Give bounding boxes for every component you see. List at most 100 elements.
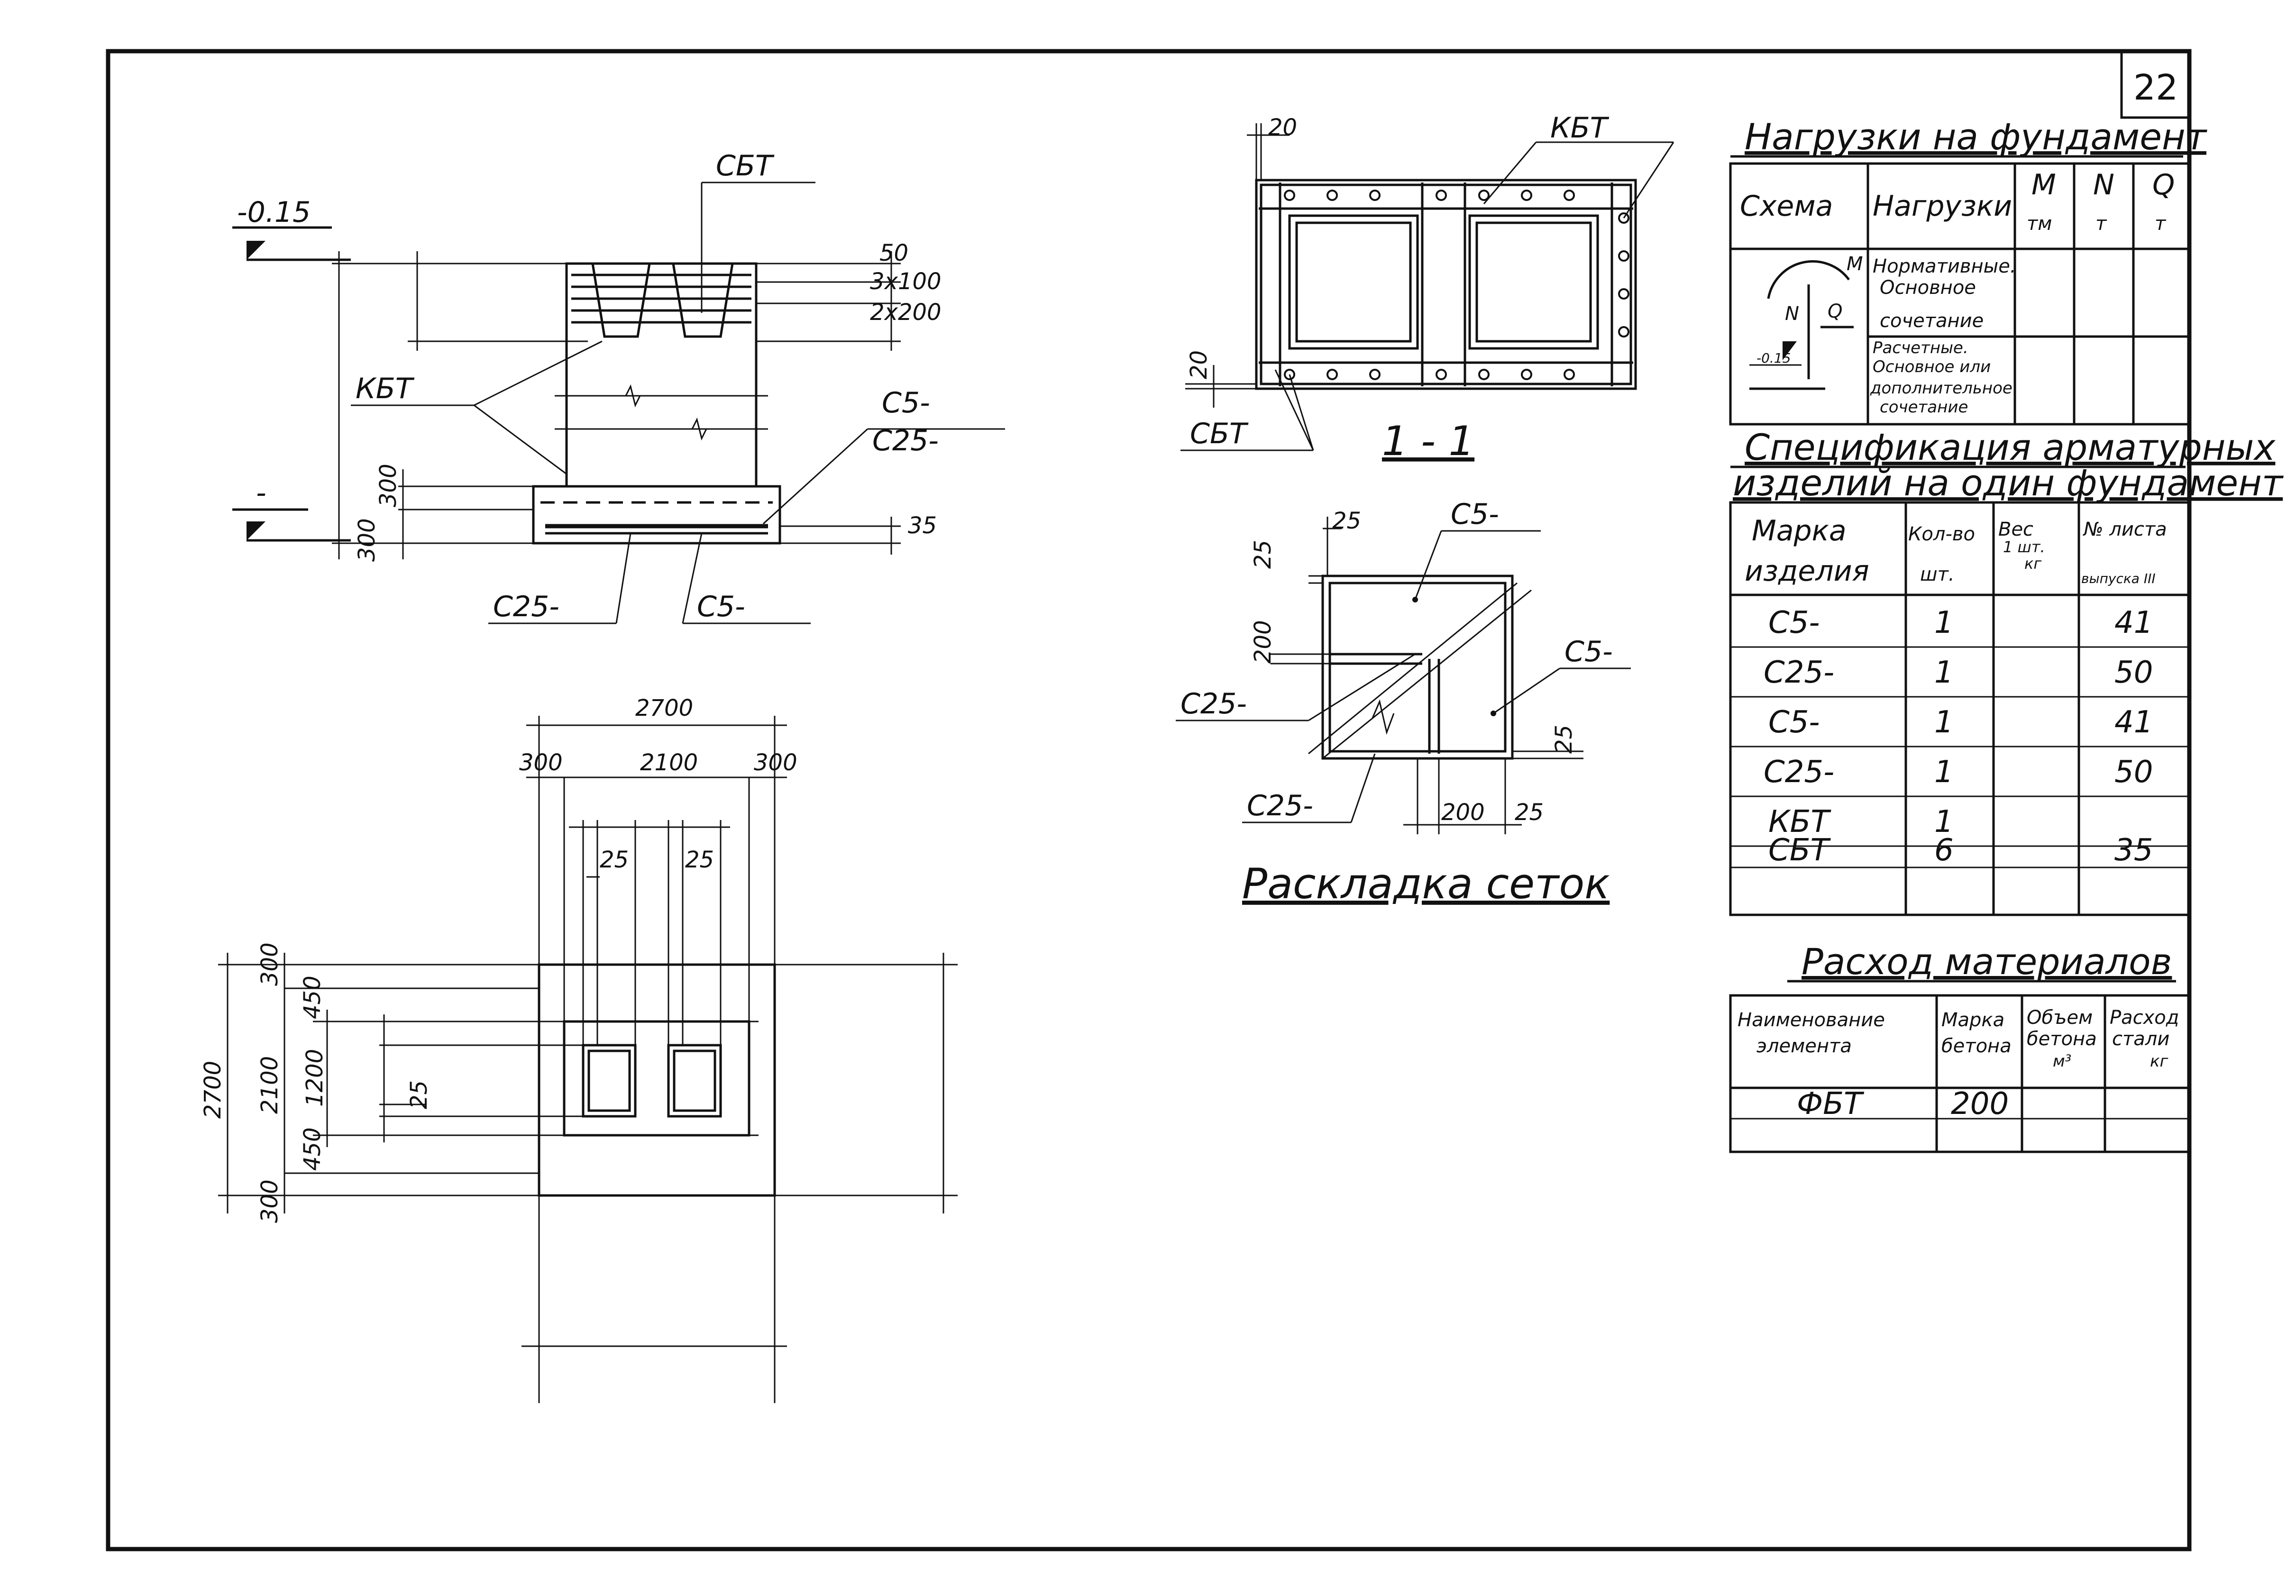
mat-header-grade-1: Марка	[1941, 1009, 2004, 1031]
loads-header-n: N	[2093, 168, 2114, 201]
dim-300a: 300	[375, 464, 402, 507]
mesh-layout: 25 25 200 25 200 25 С5- С5- С25- С25- Ра…	[1176, 498, 1631, 908]
spec-row-3-qty: 1	[1934, 705, 1954, 740]
mat-header-steel-1: Расход	[2110, 1007, 2179, 1029]
spec-row-1-mark: С5-	[1768, 605, 1820, 640]
section-label-sbt: СБТ	[1190, 417, 1249, 450]
dim-25-b: 25	[685, 847, 714, 873]
mat-header-volume-2: бетона	[2027, 1028, 2097, 1050]
mat-header-name-2: элемента	[1756, 1035, 1852, 1057]
loads-row2-l4: сочетание	[1880, 398, 1968, 417]
mesh-label-c5-right: С5-	[1564, 635, 1613, 668]
dim-2x200: 2x200	[870, 299, 942, 326]
section-title: 1 - 1	[1382, 418, 1474, 465]
mesh-dim-25-top: 25	[1332, 508, 1361, 534]
dim-2100-v: 2100	[256, 1056, 283, 1114]
mat-header-steel-2: стали	[2112, 1028, 2169, 1050]
dim-3x100: 3x100	[870, 268, 942, 295]
mesh-layout-title: Раскладка сеток	[1242, 859, 1610, 908]
loads-header-m-unit: тм	[2027, 213, 2052, 235]
dim-1200: 1200	[302, 1049, 328, 1107]
level-top-label: -0.15	[237, 196, 311, 229]
spec-header-weight-3: кг	[2024, 555, 2041, 573]
spec-header-qty-1: Кол-во	[1908, 523, 1975, 545]
scheme-q: Q	[1828, 301, 1842, 322]
spec-row-2-sheet: 50	[2114, 655, 2153, 690]
loads-header-scheme: Схема	[1740, 190, 1833, 223]
dim-300-left: 300	[519, 749, 563, 776]
loads-row1-l1: Нормативные.	[1873, 255, 2016, 277]
sheet-number-box: 22	[2120, 50, 2191, 119]
loads-row2-l3: дополнительное	[1870, 379, 2012, 398]
loads-header-q: Q	[2152, 168, 2175, 201]
mesh-dim-200-bottom: 200	[1441, 799, 1485, 826]
materials-table: Расход материалов Наименование элемента …	[1729, 940, 2191, 1153]
mesh-dim-25-left: 25	[1250, 540, 1276, 569]
section-dim-top: 20	[1268, 114, 1297, 141]
spec-row-6-sheet: 35	[2114, 833, 2153, 868]
mat-header-name-1: Наименование	[1738, 1009, 1885, 1031]
section-label-kbt: КБТ	[1550, 111, 1610, 145]
spec-table: Спецификация арматурных изделий на один …	[1729, 426, 2284, 916]
mesh-dim-200-left: 200	[1250, 620, 1276, 664]
spec-row-6-mark: СБТ	[1768, 833, 1831, 868]
spec-title-1: Спецификация арматурных	[1745, 426, 2276, 468]
section-dim-side: 20	[1186, 350, 1212, 379]
spec-row-1-qty: 1	[1934, 605, 1954, 640]
spec-row-5-mark: КБТ	[1768, 804, 1831, 839]
dim-50: 50	[879, 240, 908, 266]
mat-row-1-name: ФБТ	[1797, 1086, 1865, 1122]
label-c5-c25-a: С5-	[882, 386, 930, 420]
loads-header-q-unit: т	[2155, 213, 2167, 235]
mesh-dim-25-bottom: 25	[1515, 799, 1544, 826]
dim-2100-h: 2100	[640, 749, 698, 776]
plan-view: 2700 300 2100 300 25 25 2700 300 2100 45…	[200, 695, 958, 1403]
mat-header-volume-1: Объем	[2027, 1007, 2093, 1029]
spec-row-4-mark: С25-	[1764, 755, 1834, 790]
spec-row-4-qty: 1	[1934, 755, 1954, 790]
mesh-label-c25-bottom: С25-	[1247, 789, 1313, 822]
spec-row-3-mark: С5-	[1768, 705, 1820, 740]
dim-25-a: 25	[600, 847, 629, 873]
spec-row-2-mark: С25-	[1764, 655, 1834, 690]
loads-table: Нагрузки на фундамент Схема Нагрузки M т…	[1729, 116, 2208, 426]
spec-header-weight-1: Вес	[1998, 519, 2033, 540]
dim-300-bottom: 300	[256, 1179, 283, 1223]
dim-300-right: 300	[754, 749, 797, 776]
dim-300b: 300	[354, 518, 380, 562]
spec-row-5-qty: 1	[1934, 804, 1954, 839]
dim-2700-h: 2700	[635, 695, 693, 721]
loads-header-n-unit: т	[2095, 213, 2107, 235]
spec-row-1-sheet: 41	[2114, 605, 2153, 640]
dim-35: 35	[908, 512, 937, 539]
spec-row-6-qty: 6	[1934, 833, 1954, 868]
scheme-level: -0.15	[1756, 350, 1791, 366]
mat-header-volume-3: м³	[2053, 1052, 2071, 1071]
spec-row-2-qty: 1	[1934, 655, 1954, 690]
label-kbt: КБТ	[356, 372, 415, 405]
loads-header-m: M	[2031, 168, 2056, 201]
label-c5: С5-	[697, 590, 745, 623]
scheme-n: N	[1785, 303, 1799, 325]
spec-header-sheet-1: № листа	[2083, 519, 2167, 540]
dim-300-top: 300	[256, 942, 283, 986]
mesh-label-c5-top: С5-	[1451, 498, 1499, 531]
mesh-dim-25-right: 25	[1551, 725, 1577, 754]
mat-row-1-grade: 200	[1951, 1086, 2009, 1122]
loads-row2-l2: Основное или	[1873, 357, 1991, 376]
loads-title: Нагрузки на фундамент	[1745, 116, 2208, 158]
loads-row2-l1: Расчетные.	[1873, 338, 1968, 357]
label-c25: С25-	[493, 590, 559, 623]
spec-header-qty-2: шт.	[1920, 564, 1955, 585]
dim-450-bottom: 450	[299, 1127, 326, 1171]
loads-row1-l3: сочетание	[1880, 310, 1984, 332]
label-sbt: СБТ	[716, 149, 775, 182]
section-1-1: 20 20 КБТ СБТ 1 - 1	[1180, 111, 1674, 465]
dim-450-top: 450	[299, 976, 326, 1019]
loads-header-loads: Нагрузки	[1873, 190, 2012, 223]
spec-header-mark-1: Марка	[1752, 514, 1847, 547]
level-bottom-label: -	[256, 476, 266, 510]
spec-row-4-sheet: 50	[2114, 755, 2153, 790]
loads-row1-l2: Основное	[1880, 277, 1976, 299]
